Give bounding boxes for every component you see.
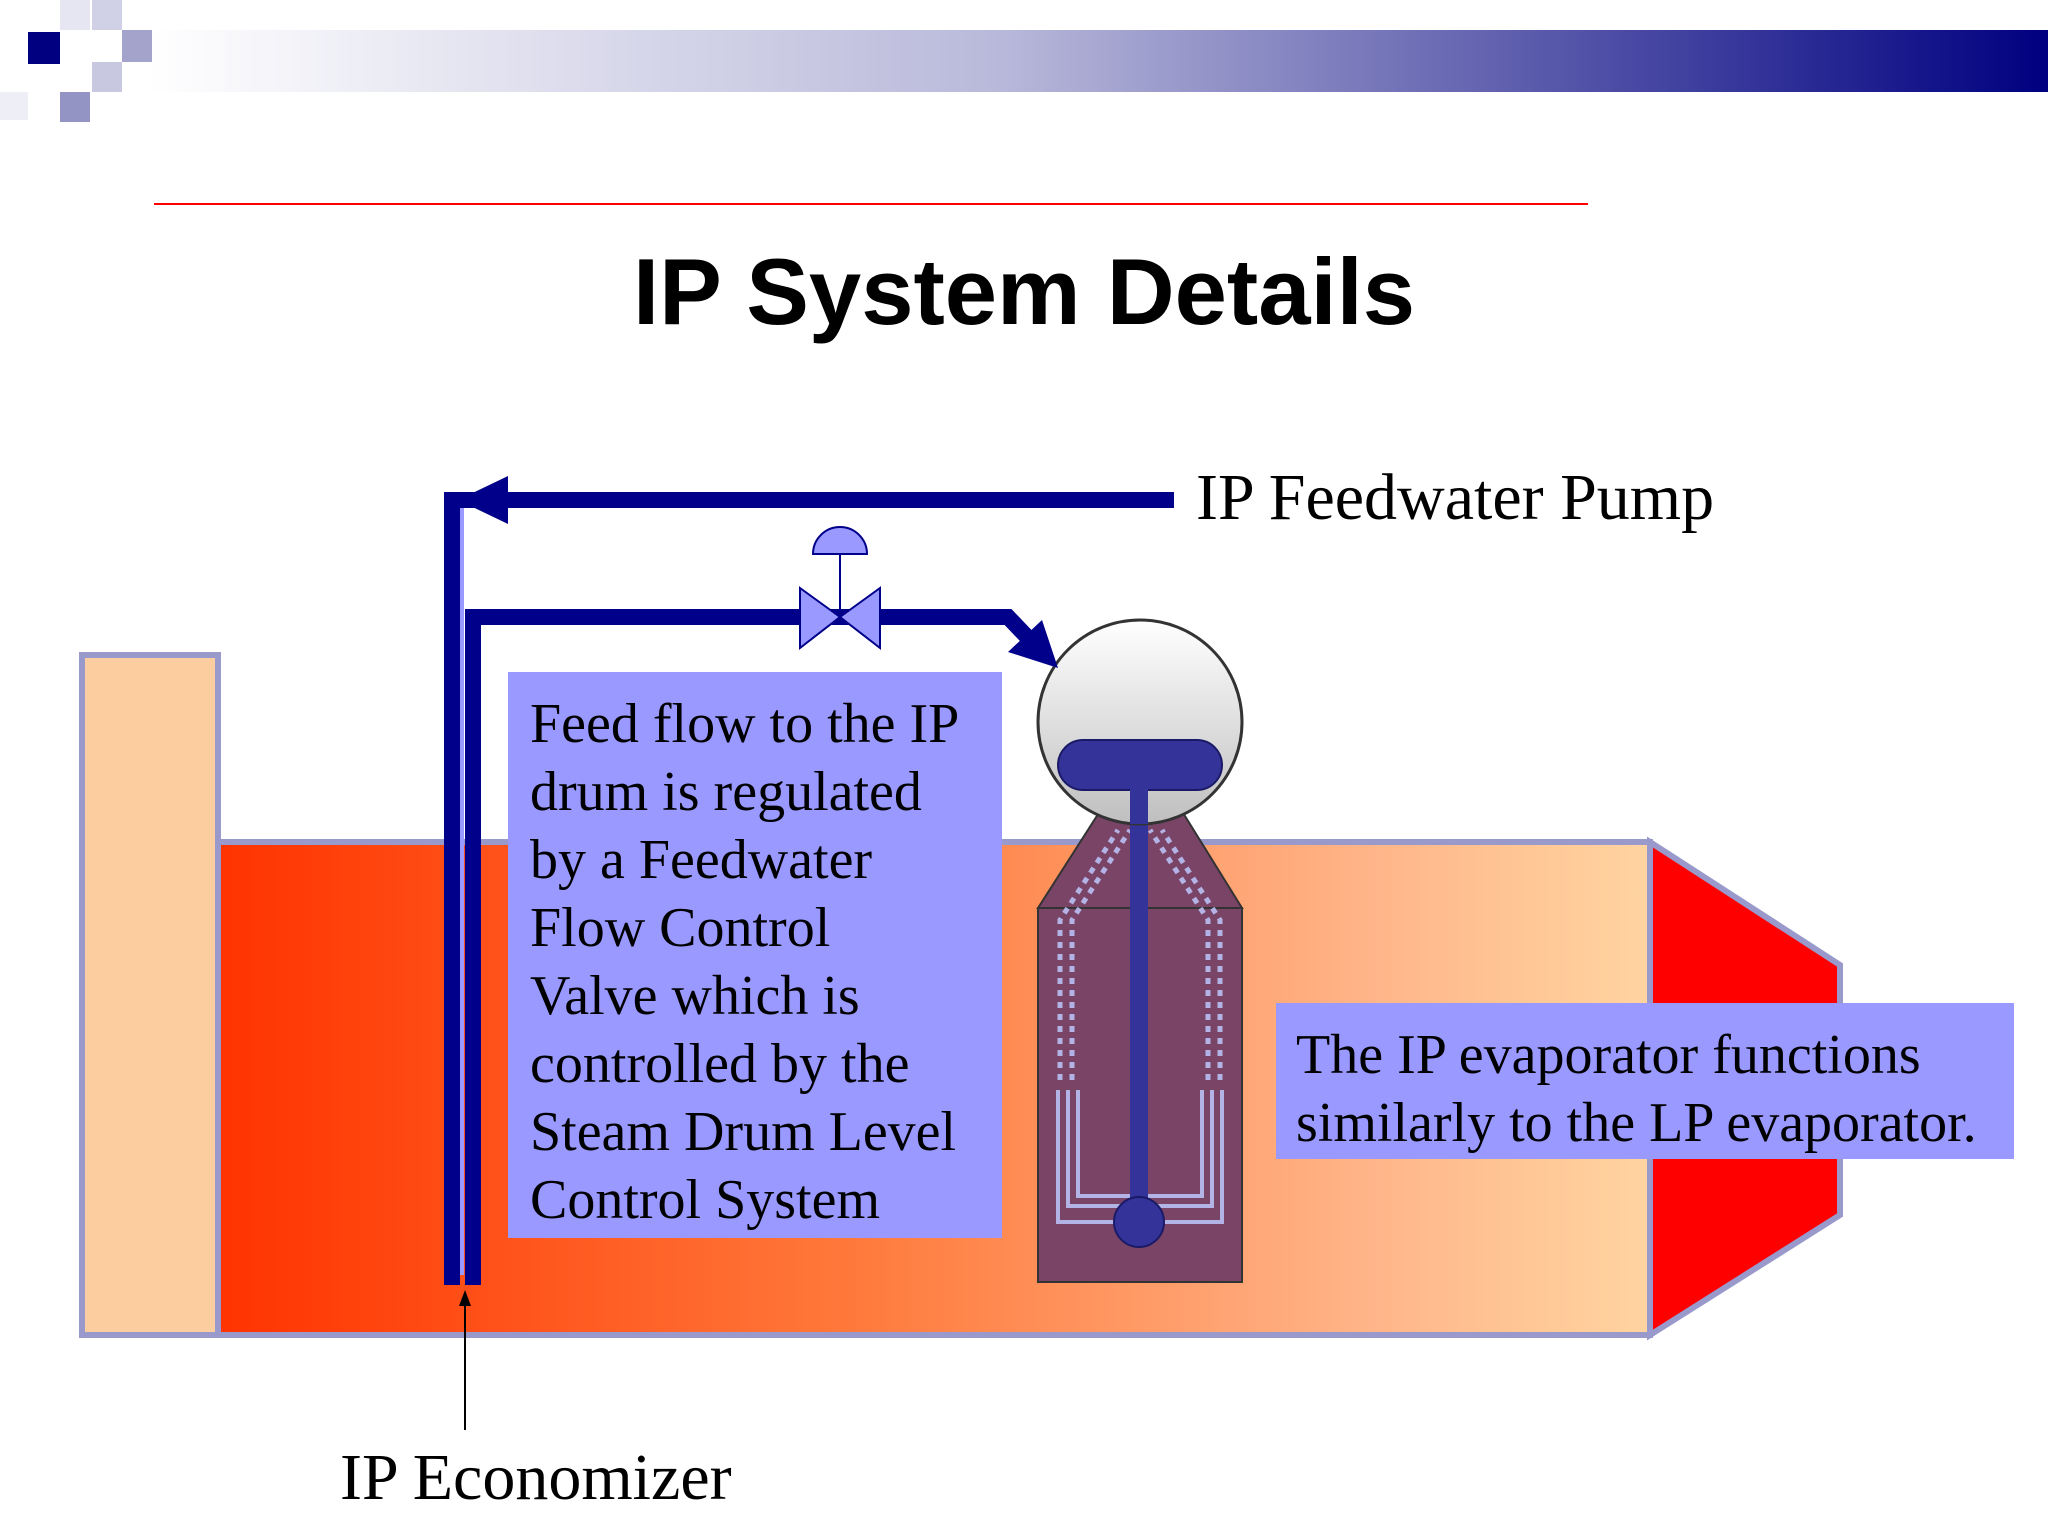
ip-steam-drum (1036, 618, 1244, 826)
valve-body-right (838, 586, 881, 651)
evaporator-tubes (1057, 828, 1223, 1080)
control-note-line: Valve which is (530, 965, 860, 1027)
banner-square (60, 92, 90, 122)
exhaust-stack (79, 652, 221, 1338)
control-note-line: Flow Control (530, 897, 831, 959)
feedwater-control-valve (799, 526, 881, 651)
economizer-label: IP Economizer (340, 1441, 732, 1514)
drum-outlet (1130, 788, 1148, 824)
pump-label: IP Feedwater Pump (1196, 461, 1715, 534)
pump-header-arrowhead (458, 476, 508, 524)
page-title: IP System Details (632, 239, 1416, 344)
valve-actuator (811, 526, 869, 555)
pump-header-pipe (444, 492, 1174, 1285)
control-note-line: Control System (530, 1169, 881, 1231)
control-note-line: Feed flow to the IP (530, 693, 960, 755)
downcomer-pipe (1130, 790, 1148, 1210)
drum-feed-arrowhead (1008, 620, 1058, 668)
drum-feed-pipe (465, 609, 1036, 1285)
lower-header (1113, 1196, 1165, 1248)
banner-square (28, 32, 60, 64)
control-note-line: by a Feedwater (530, 829, 873, 891)
banner-square (92, 62, 122, 92)
evaporator-note-line: similarly to the LP evaporator. (1296, 1092, 1977, 1154)
header-banner (0, 0, 2048, 122)
ip-evaporator (1036, 790, 1244, 1283)
control-note: Feed flow to the IP drum is regulated by… (508, 672, 1002, 1238)
banner-square (92, 0, 122, 30)
banner-square (0, 92, 28, 120)
control-note-line: Steam Drum Level (530, 1101, 957, 1163)
banner-square (60, 0, 90, 30)
evaporator-note-line: The IP evaporator functions (1296, 1024, 1921, 1086)
valve-body-left (799, 586, 842, 651)
control-note-line: controlled by the (530, 1033, 910, 1095)
drum-internal-header (1057, 739, 1223, 791)
evaporator-note: The IP evaporator functions similarly to… (1276, 1003, 2014, 1159)
banner-square (122, 30, 152, 62)
feedwater-piping (444, 492, 1174, 1285)
control-note-line: drum is regulated (530, 761, 922, 823)
economizer-pointer-head (459, 1290, 471, 1306)
